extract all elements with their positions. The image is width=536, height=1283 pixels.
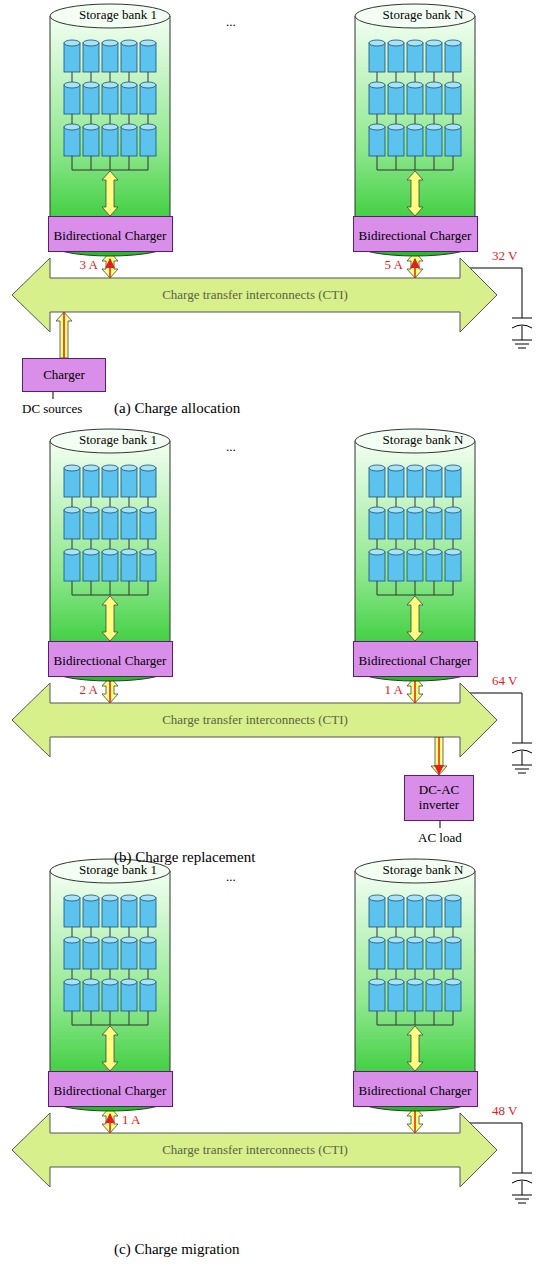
bank-arrow (407, 1026, 423, 1071)
bank-arrow (407, 171, 423, 216)
leader-line (440, 821, 441, 828)
current-label: 3 A (80, 257, 98, 273)
bus-outline (12, 683, 497, 757)
storage-bank: Storage bank N Bidirectional Charger (355, 4, 491, 256)
current-label: 1 A (122, 1112, 140, 1128)
text-label: ... (226, 439, 236, 455)
charger-box: Bidirectional Charger (353, 1071, 478, 1107)
bank-title: Storage bank 1 (50, 433, 186, 448)
interconnect-bus: Charge transfer interconnects (CTI) (50, 1133, 460, 1167)
storage-bank: Storage bank 1 Bidirectional Charger (50, 4, 186, 256)
box-label: Bidirectional Charger (357, 1084, 474, 1099)
bank-title: Storage bank 1 (50, 863, 186, 878)
leader-line (53, 392, 54, 399)
storage-bank: Storage bank N Bidirectional Charger (355, 859, 491, 1111)
bank-arrow (102, 1026, 118, 1071)
charger-box: Bidirectional Charger (48, 1071, 173, 1107)
subfigure-caption: (a) Charge allocation (114, 400, 240, 417)
storage-bank: Storage bank 1 Bidirectional Charger (50, 429, 186, 681)
current-label: 2 A (80, 682, 98, 698)
battery-grid (64, 895, 156, 1025)
bus-label: Charge transfer interconnects (CTI) (162, 713, 348, 728)
voltage-label: 64 V (492, 673, 517, 689)
text-label: ... (226, 869, 236, 885)
charger-box: Bidirectional Charger (353, 641, 478, 677)
text-label: DC sources (22, 401, 82, 417)
bank-arrow (102, 596, 118, 641)
bus-label: Charge transfer interconnects (CTI) (162, 288, 348, 303)
bus-label: Charge transfer interconnects (CTI) (162, 1143, 348, 1158)
current-label: 1 A (385, 682, 403, 698)
charger-box: Bidirectional Charger (48, 641, 173, 677)
battery-grid (64, 40, 156, 170)
charger-box: Bidirectional Charger (48, 216, 173, 252)
charger-box: DC-AC inverter (404, 775, 474, 821)
box-label: Bidirectional Charger (357, 654, 474, 669)
box-label: DC-AC inverter (408, 783, 470, 813)
interconnect-bus: Charge transfer interconnects (CTI) (50, 278, 460, 312)
subfigure-caption: (c) Charge migration (114, 1241, 240, 1258)
interconnect-bus: Charge transfer interconnects (CTI) (50, 703, 460, 737)
battery-grid (64, 465, 156, 595)
box-label: Bidirectional Charger (52, 654, 169, 669)
charger-box: Charger (22, 358, 106, 392)
bank-arrow (407, 596, 423, 641)
bus-outline (12, 258, 497, 332)
bus-outline (12, 1113, 497, 1187)
battery-grid (369, 40, 461, 170)
subfigure-caption: (b) Charge replacement (114, 849, 255, 866)
text-label: AC load (418, 830, 462, 846)
storage-bank: Storage bank 1 Bidirectional Charger (50, 859, 186, 1111)
box-label: Charger (26, 368, 102, 383)
bank-title: Storage bank 1 (50, 8, 186, 23)
charger-box: Bidirectional Charger (353, 216, 478, 252)
bank-title: Storage bank N (355, 8, 491, 23)
current-label: 5 A (385, 257, 403, 273)
battery-grid (369, 895, 461, 1025)
battery-grid (369, 465, 461, 595)
box-label: Bidirectional Charger (52, 1084, 169, 1099)
bank-title: Storage bank N (355, 433, 491, 448)
voltage-label: 32 V (492, 248, 517, 264)
box-label: Bidirectional Charger (52, 229, 169, 244)
bank-arrow (102, 171, 118, 216)
voltage-label: 48 V (492, 1103, 517, 1119)
box-label: Bidirectional Charger (357, 229, 474, 244)
text-label: ... (226, 14, 236, 30)
bank-title: Storage bank N (355, 863, 491, 878)
storage-bank: Storage bank N Bidirectional Charger (355, 429, 491, 681)
